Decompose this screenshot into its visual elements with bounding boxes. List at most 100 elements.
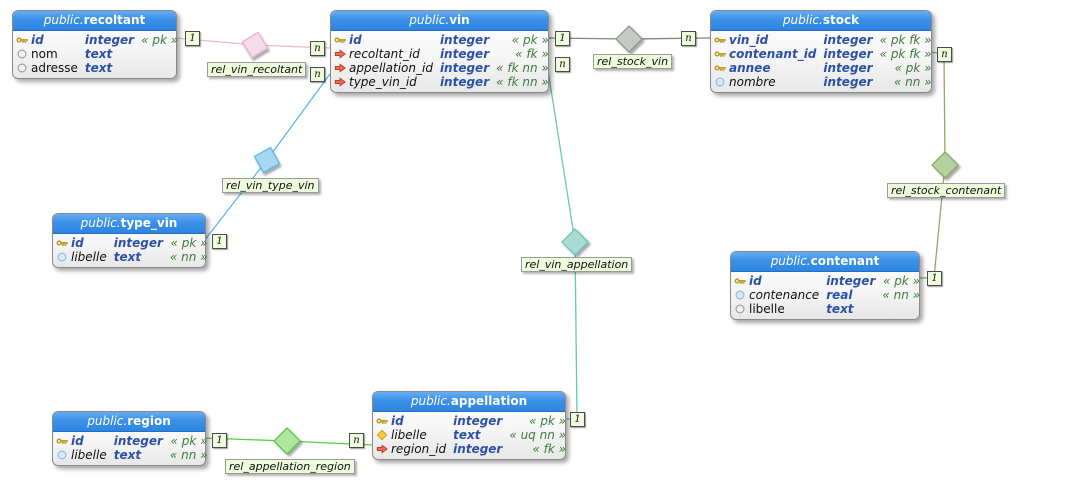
primary-key-icon	[734, 275, 746, 287]
table-header[interactable]: public.contenant	[731, 252, 919, 272]
column-name: region_id	[391, 442, 447, 456]
column-row[interactable]: appellation_id	[334, 61, 433, 75]
column-row[interactable]: id	[376, 414, 446, 428]
table-header[interactable]: public.appellation	[373, 392, 565, 412]
table-header[interactable]: public.stock	[711, 11, 931, 31]
column-row[interactable]: annee	[714, 61, 816, 75]
table-schema: public.	[782, 13, 823, 27]
column-row[interactable]: libelle	[56, 250, 107, 264]
column-name: contenant_id	[729, 47, 817, 61]
table-schema: public.	[43, 13, 84, 27]
column-row[interactable]: libelle	[376, 428, 446, 442]
table-schema: public.	[410, 394, 451, 408]
table-header[interactable]: public.recoltant	[13, 11, 176, 31]
cardinality-rel_vin_recoltant-1: n	[310, 41, 325, 56]
column-constraint: « fk nn »	[496, 61, 549, 75]
column-type: integer	[826, 274, 876, 288]
column-type: integer	[823, 47, 873, 61]
relation-diamond-rel_vin_type_vin[interactable]	[251, 144, 283, 176]
column-name: nombre	[729, 75, 776, 89]
column-constraint: « pk »	[529, 414, 567, 428]
column-row[interactable]: contenant_id	[714, 47, 816, 61]
column-row[interactable]: libelle	[734, 302, 819, 316]
table-header[interactable]: public.vin	[331, 11, 548, 31]
column-name: vin_id	[729, 33, 769, 47]
not-null-icon	[714, 76, 726, 88]
column-type: text	[453, 428, 481, 442]
column-row[interactable]: id	[56, 434, 107, 448]
relation-label-rel_vin_recoltant[interactable]: rel_vin_recoltant	[207, 62, 307, 77]
column-row[interactable]: region_id	[376, 442, 446, 456]
relation-label-rel_stock_contenant[interactable]: rel_stock_contenant	[887, 183, 1006, 198]
column-constraint: « fk »	[532, 442, 567, 456]
column-constraint: « fk nn »	[496, 75, 549, 89]
column-type: text	[113, 448, 142, 462]
column-row[interactable]: adresse	[16, 61, 78, 75]
column-type: text	[84, 47, 113, 61]
column-constraint: « nn »	[882, 288, 921, 302]
column-name: id	[71, 434, 84, 448]
relation-diamond-rel_appellation_region[interactable]	[273, 427, 301, 455]
not-null-icon	[56, 251, 68, 263]
table-header[interactable]: public.type_vin	[53, 214, 205, 234]
primary-key-icon	[16, 34, 28, 46]
column-row[interactable]: id	[56, 236, 107, 250]
table-header[interactable]: public.region	[53, 412, 205, 432]
column-row[interactable]: id	[734, 274, 819, 288]
foreign-key-icon	[334, 48, 346, 60]
column-name: libelle	[391, 428, 427, 442]
table-appellation[interactable]: public.appellation id integer « pk » libelle…	[372, 391, 566, 460]
column-name: nom	[31, 47, 58, 61]
table-name: recoltant	[83, 13, 146, 27]
column-name: id	[749, 274, 762, 288]
relation-diamond-rel_vin_recoltant[interactable]	[239, 29, 271, 61]
foreign-key-icon	[334, 76, 346, 88]
relation-label-rel_vin_appellation[interactable]: rel_vin_appellation	[521, 257, 633, 272]
relation-diamond-rel_vin_appellation[interactable]	[561, 228, 589, 256]
column-row[interactable]: libelle	[56, 448, 107, 462]
primary-key-icon	[714, 34, 726, 46]
column-row[interactable]: contenance	[734, 288, 819, 302]
column-row[interactable]: id	[334, 33, 433, 47]
cardinality-rel_vin_type_vin-1: 1	[212, 234, 227, 249]
column-type: text	[113, 250, 142, 264]
column-name: appellation_id	[349, 61, 433, 75]
relation-label-rel_stock_vin[interactable]: rel_stock_vin	[593, 54, 673, 69]
relation-diamond-rel_stock_vin[interactable]	[615, 25, 643, 53]
relation-label-rel_appellation_region[interactable]: rel_appellation_region	[225, 459, 355, 474]
column-name: recoltant_id	[349, 47, 420, 61]
primary-key-icon	[56, 237, 68, 249]
primary-key-icon	[334, 34, 346, 46]
column-row[interactable]: nom	[16, 47, 78, 61]
column-row[interactable]: recoltant_id	[334, 47, 433, 61]
primary-key-icon	[376, 415, 388, 427]
column-name: libelle	[71, 250, 107, 264]
column-name: libelle	[749, 302, 785, 316]
column-type: integer	[439, 47, 490, 61]
relation-diamond-rel_stock_contenant[interactable]	[931, 151, 959, 179]
column-constraint: « pk »	[170, 236, 208, 250]
column-name: id	[349, 33, 362, 47]
column-row[interactable]: id	[16, 33, 78, 47]
cardinality-rel_vin_appellation-0: n	[555, 57, 570, 72]
column-row[interactable]: type_vin_id	[334, 75, 433, 89]
column-row[interactable]: vin_id	[714, 33, 816, 47]
relation-label-rel_vin_type_vin[interactable]: rel_vin_type_vin	[222, 178, 319, 193]
not-null-icon	[734, 289, 746, 301]
column-type: integer	[453, 414, 503, 428]
table-schema: public.	[770, 254, 811, 268]
cardinality-rel_appellation_region-0: 1	[212, 433, 227, 448]
column-row[interactable]: nombre	[714, 75, 816, 89]
column-name: annee	[729, 61, 771, 75]
